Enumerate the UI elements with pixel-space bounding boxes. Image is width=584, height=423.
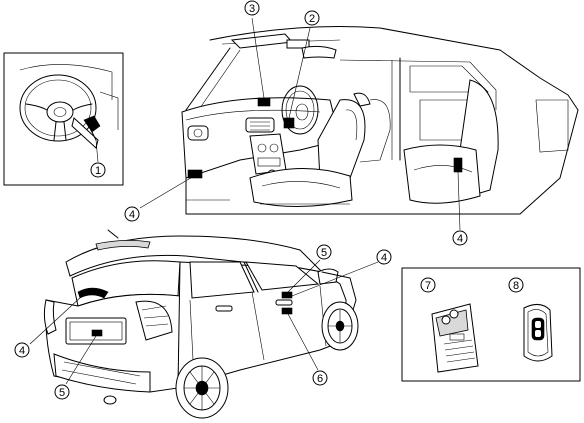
interior-cutaway: 2 3 4 4	[124, 0, 579, 246]
callout-4-label-interior-right: 4	[457, 233, 463, 245]
callout-8-circle	[508, 277, 524, 293]
under-dash-marker	[187, 169, 203, 179]
callout-1-circle	[90, 162, 106, 178]
callout-4-label-interior-left: 4	[129, 209, 135, 221]
exterior-car: 4 5 5 4 6	[14, 229, 392, 419]
callout-5-circle-door	[316, 244, 332, 260]
callout-4-label-door: 4	[381, 252, 387, 264]
callout-1-label: 1	[95, 165, 101, 177]
rear-seat-marker	[453, 157, 463, 173]
smart-key-illustration	[523, 304, 553, 362]
callout-6-circle	[312, 370, 328, 386]
callout-3-label: 3	[249, 3, 255, 15]
key-fobs-inset: 7 8	[401, 267, 581, 382]
callout-4-circle-interior-right	[452, 230, 468, 246]
callout-2-label: 2	[309, 13, 315, 25]
front-door-handle-marker	[281, 291, 293, 299]
callout-5-label-door: 5	[321, 247, 327, 259]
callout-4-label-trunk: 4	[19, 345, 25, 357]
front-door-sensor-marker	[281, 307, 293, 315]
callout-7-label: 7	[425, 280, 431, 292]
callout-2-circle	[304, 10, 320, 26]
callout-5-label-trunk: 5	[59, 387, 65, 399]
callout-6-label: 6	[317, 373, 323, 385]
trunk-handle-marker	[77, 287, 109, 299]
callout-4-circle-interior-left	[124, 206, 140, 222]
card-key-illustration	[431, 303, 479, 373]
callout-4-circle-door	[376, 249, 392, 265]
callout-7-circle	[420, 277, 436, 293]
trunk-sensor-marker	[91, 329, 103, 337]
callout-4-circle-trunk	[14, 342, 30, 358]
callout-5-circle-trunk	[54, 384, 70, 400]
steering-wheel-inset: 1	[3, 52, 124, 186]
callout-3-circle	[244, 0, 260, 16]
meter-marker	[283, 117, 295, 129]
callout-8-label: 8	[513, 280, 519, 292]
ignition-switch-marker	[83, 115, 101, 141]
steering-wheel-illustration	[19, 64, 119, 149]
dashboard-marker	[257, 97, 271, 107]
